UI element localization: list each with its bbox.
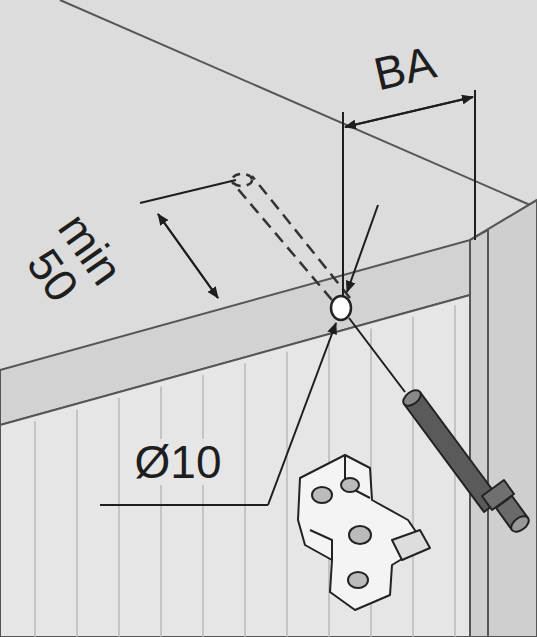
door-groove	[244, 363, 246, 637]
diameter-label: Ø10	[132, 439, 225, 485]
door-groove	[34, 421, 36, 637]
door-groove	[76, 410, 78, 637]
door-groove	[286, 352, 288, 637]
door-groove	[412, 317, 414, 637]
door-groove	[118, 398, 120, 637]
door-groove	[160, 386, 162, 637]
